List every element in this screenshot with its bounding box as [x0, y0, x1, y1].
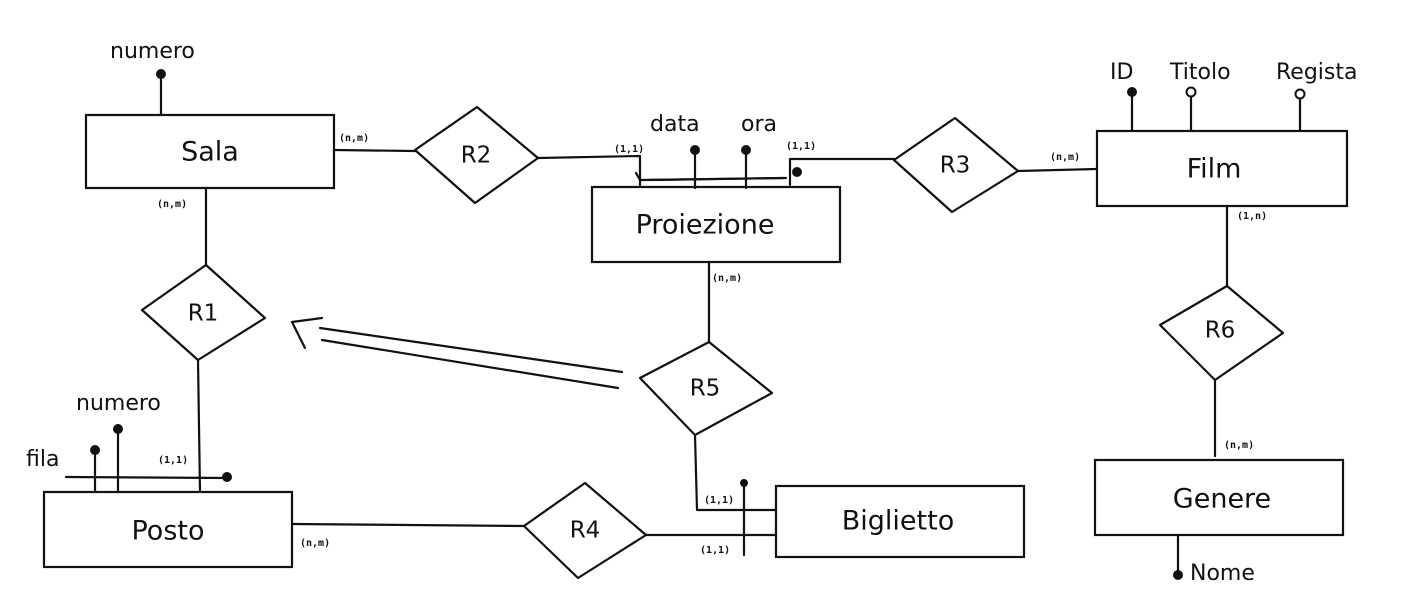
entity-sala-box: [84, 113, 336, 190]
cardinality-proiezione-r3: (1,1): [786, 141, 816, 152]
posto-identifier-dot: [222, 472, 232, 482]
relationship-r5: R5: [638, 340, 774, 437]
cardinality-labels: (n,m) (n,m) (1,1) (1,1) (n,m) (n,m) (1,n…: [157, 133, 1267, 556]
relationship-r3: R3: [892, 116, 1020, 214]
cardinality-posto-r1: (1,1): [158, 455, 188, 466]
attribute-film-id-label: ID: [1110, 60, 1133, 85]
attribute-film-id: ID: [1110, 60, 1137, 133]
entity-genere: Genere: [1093, 458, 1345, 537]
entity-sala-label: Sala: [181, 137, 239, 168]
line-r2-proiezione: [536, 154, 642, 187]
cardinality-genere-r6: (n,m): [1224, 440, 1254, 451]
attribute-film-titolo: Titolo: [1169, 60, 1231, 133]
entity-film-box: [1095, 129, 1349, 208]
relationship-r4-label: R4: [570, 518, 601, 544]
entity-posto-box: [42, 490, 294, 569]
identifier-bars: [64, 167, 802, 557]
relationship-r4: R4: [522, 481, 648, 580]
cardinality-sala-r2: (n,m): [339, 133, 369, 144]
line-r3-film: [1016, 167, 1099, 173]
entity-posto: Posto: [42, 490, 294, 569]
attribute-hollow-dot: [1294, 88, 1306, 100]
entity-film-label: Film: [1187, 154, 1242, 185]
proiezione-identifier-bar-2: [648, 176, 785, 182]
attribute-proiezione-ora-label: ora: [741, 112, 777, 137]
cardinality-sala-r1: (n,m): [157, 199, 187, 210]
attribute-hollow-dot: [1185, 86, 1197, 98]
biglietto-identifier-dot: [740, 479, 748, 487]
entity-genere-box: [1093, 458, 1345, 537]
r5-to-r1-arrow: [290, 316, 624, 390]
arrow-shaft-lower: [320, 338, 620, 390]
cardinality-proiezione-r5: (n,m): [712, 273, 742, 284]
relationship-r3-label: R3: [940, 153, 971, 179]
relationship-r2: R2: [413, 105, 540, 205]
relationship-r1-diamond: [140, 263, 267, 362]
attribute-film-titolo-label: Titolo: [1169, 60, 1231, 85]
entity-sala: Sala: [84, 113, 336, 190]
entity-biglietto-label: Biglietto: [842, 506, 954, 537]
cardinality-proiezione-r2: (1,1): [614, 144, 644, 155]
attribute-posto-numero-label: numero: [76, 391, 161, 416]
attribute-posto-fila-label: fila: [26, 447, 59, 472]
attribute-posto-fila: fila: [26, 445, 100, 494]
attribute-key-dot: [156, 69, 166, 79]
attribute-sala-numero: numero: [110, 39, 195, 117]
attribute-key-dot: [90, 445, 100, 455]
arrow-head-icon: [290, 316, 324, 350]
line-proiezione-r3: [788, 157, 896, 187]
entity-proiezione-box: [590, 185, 842, 264]
cardinality-biglietto-r5: (1,1): [704, 495, 734, 506]
entity-proiezione-label: Proiezione: [636, 210, 775, 241]
attribute-genere-nome-label: Nome: [1190, 561, 1255, 586]
relationship-r1-label: R1: [188, 301, 219, 327]
relationship-r1: R1: [140, 263, 267, 362]
attribute-key-dot: [690, 145, 700, 155]
cardinality-posto-r4: (n,m): [300, 538, 330, 549]
line-r1-posto: [196, 358, 202, 494]
entity-posto-label: Posto: [131, 516, 204, 547]
entity-film: Film: [1095, 129, 1349, 208]
attribute-film-regista-label: Regista: [1276, 60, 1357, 85]
attribute-proiezione-ora: ora: [741, 112, 777, 190]
attribute-proiezione-data: data: [650, 112, 700, 190]
relationship-r6-label: R6: [1205, 318, 1236, 344]
entity-proiezione: Proiezione: [590, 185, 842, 264]
cardinality-film-r6: (1,n): [1237, 211, 1267, 222]
attribute-proiezione-data-label: data: [650, 112, 700, 137]
attribute-posto-numero: numero: [76, 391, 161, 494]
arrow-shaft-upper: [318, 326, 624, 374]
line-r5-biglietto: [693, 433, 778, 512]
entity-biglietto-box: [774, 484, 1026, 559]
cardinality-biglietto-r4: (1,1): [700, 545, 730, 556]
attribute-key-dot: [741, 145, 751, 155]
relationship-r4-diamond: [522, 481, 648, 580]
relationship-r2-label: R2: [461, 143, 492, 169]
relationship-r5-diamond: [638, 340, 774, 437]
attribute-key-dot: [113, 424, 123, 434]
relationship-r5-label: R5: [690, 376, 721, 402]
attribute-key-dot: [1127, 87, 1137, 97]
posto-identifier-bar: [64, 475, 229, 480]
attribute-genere-nome: Nome: [1173, 533, 1255, 586]
line-sala-r2: [332, 148, 417, 153]
attribute-film-regista: Regista: [1276, 60, 1357, 133]
attribute-key-dot: [1173, 570, 1183, 580]
relationship-r6: R6: [1158, 284, 1285, 382]
cardinality-film-r3: (n,m): [1050, 152, 1080, 163]
attribute-sala-numero-label: numero: [110, 39, 195, 64]
relationship-r3-diamond: [892, 116, 1020, 214]
line-posto-r4: [290, 522, 526, 528]
relationship-r6-diamond: [1158, 284, 1285, 382]
entity-genere-label: Genere: [1173, 484, 1271, 515]
proiezione-identifier-dot: [792, 167, 802, 177]
relationship-r2-diamond: [413, 105, 540, 205]
connection-lines: [196, 148, 1229, 537]
entity-biglietto: Biglietto: [774, 484, 1026, 559]
